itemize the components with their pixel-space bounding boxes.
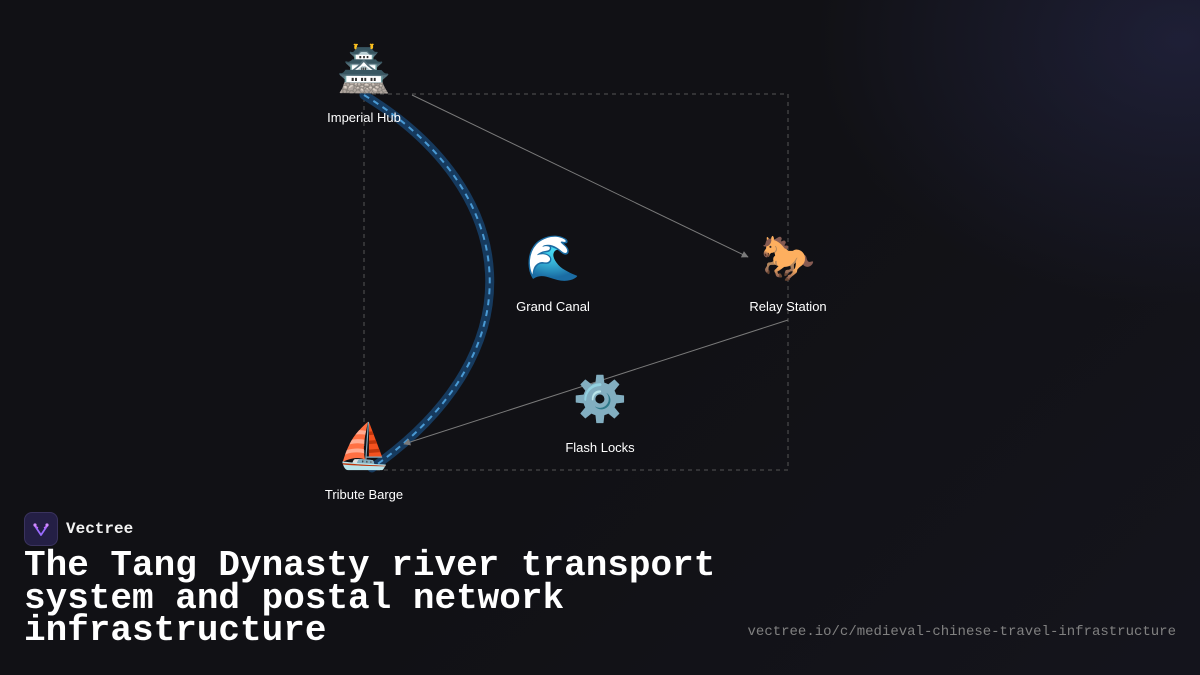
edge-relay-station-to-tribute-barge (403, 319, 789, 446)
page-title: The Tang Dynasty river transport system … (24, 545, 716, 651)
gear-icon: ⚙️ (572, 375, 628, 424)
node-label-relay-station: Relay Station (749, 299, 827, 314)
sailboat-icon: ⛵ (336, 422, 392, 471)
brand-name: Vectree (66, 520, 134, 538)
route-boundary-box (363, 93, 789, 471)
edge-imperial-hub-to-relay-station (411, 94, 749, 258)
canal-route-outline (359, 90, 495, 473)
node-label-grand-canal: Grand Canal (516, 299, 590, 314)
node-label-tribute-barge: Tribute Barge (324, 487, 404, 502)
wave-icon: 🌊 (525, 234, 581, 283)
node-label-imperial-hub: Imperial Hub (327, 110, 401, 125)
vectree-logo-icon (24, 512, 58, 546)
horse-icon: 🐎 (760, 234, 816, 283)
source-url: vectree.io/c/medieval-chinese-travel-inf… (747, 624, 1176, 640)
canal-route-dashes (363, 94, 491, 469)
pagoda-castle-icon: 🏯 (336, 45, 392, 94)
node-label-flash-locks: Flash Locks (565, 440, 635, 455)
brand: Vectree (24, 512, 133, 546)
